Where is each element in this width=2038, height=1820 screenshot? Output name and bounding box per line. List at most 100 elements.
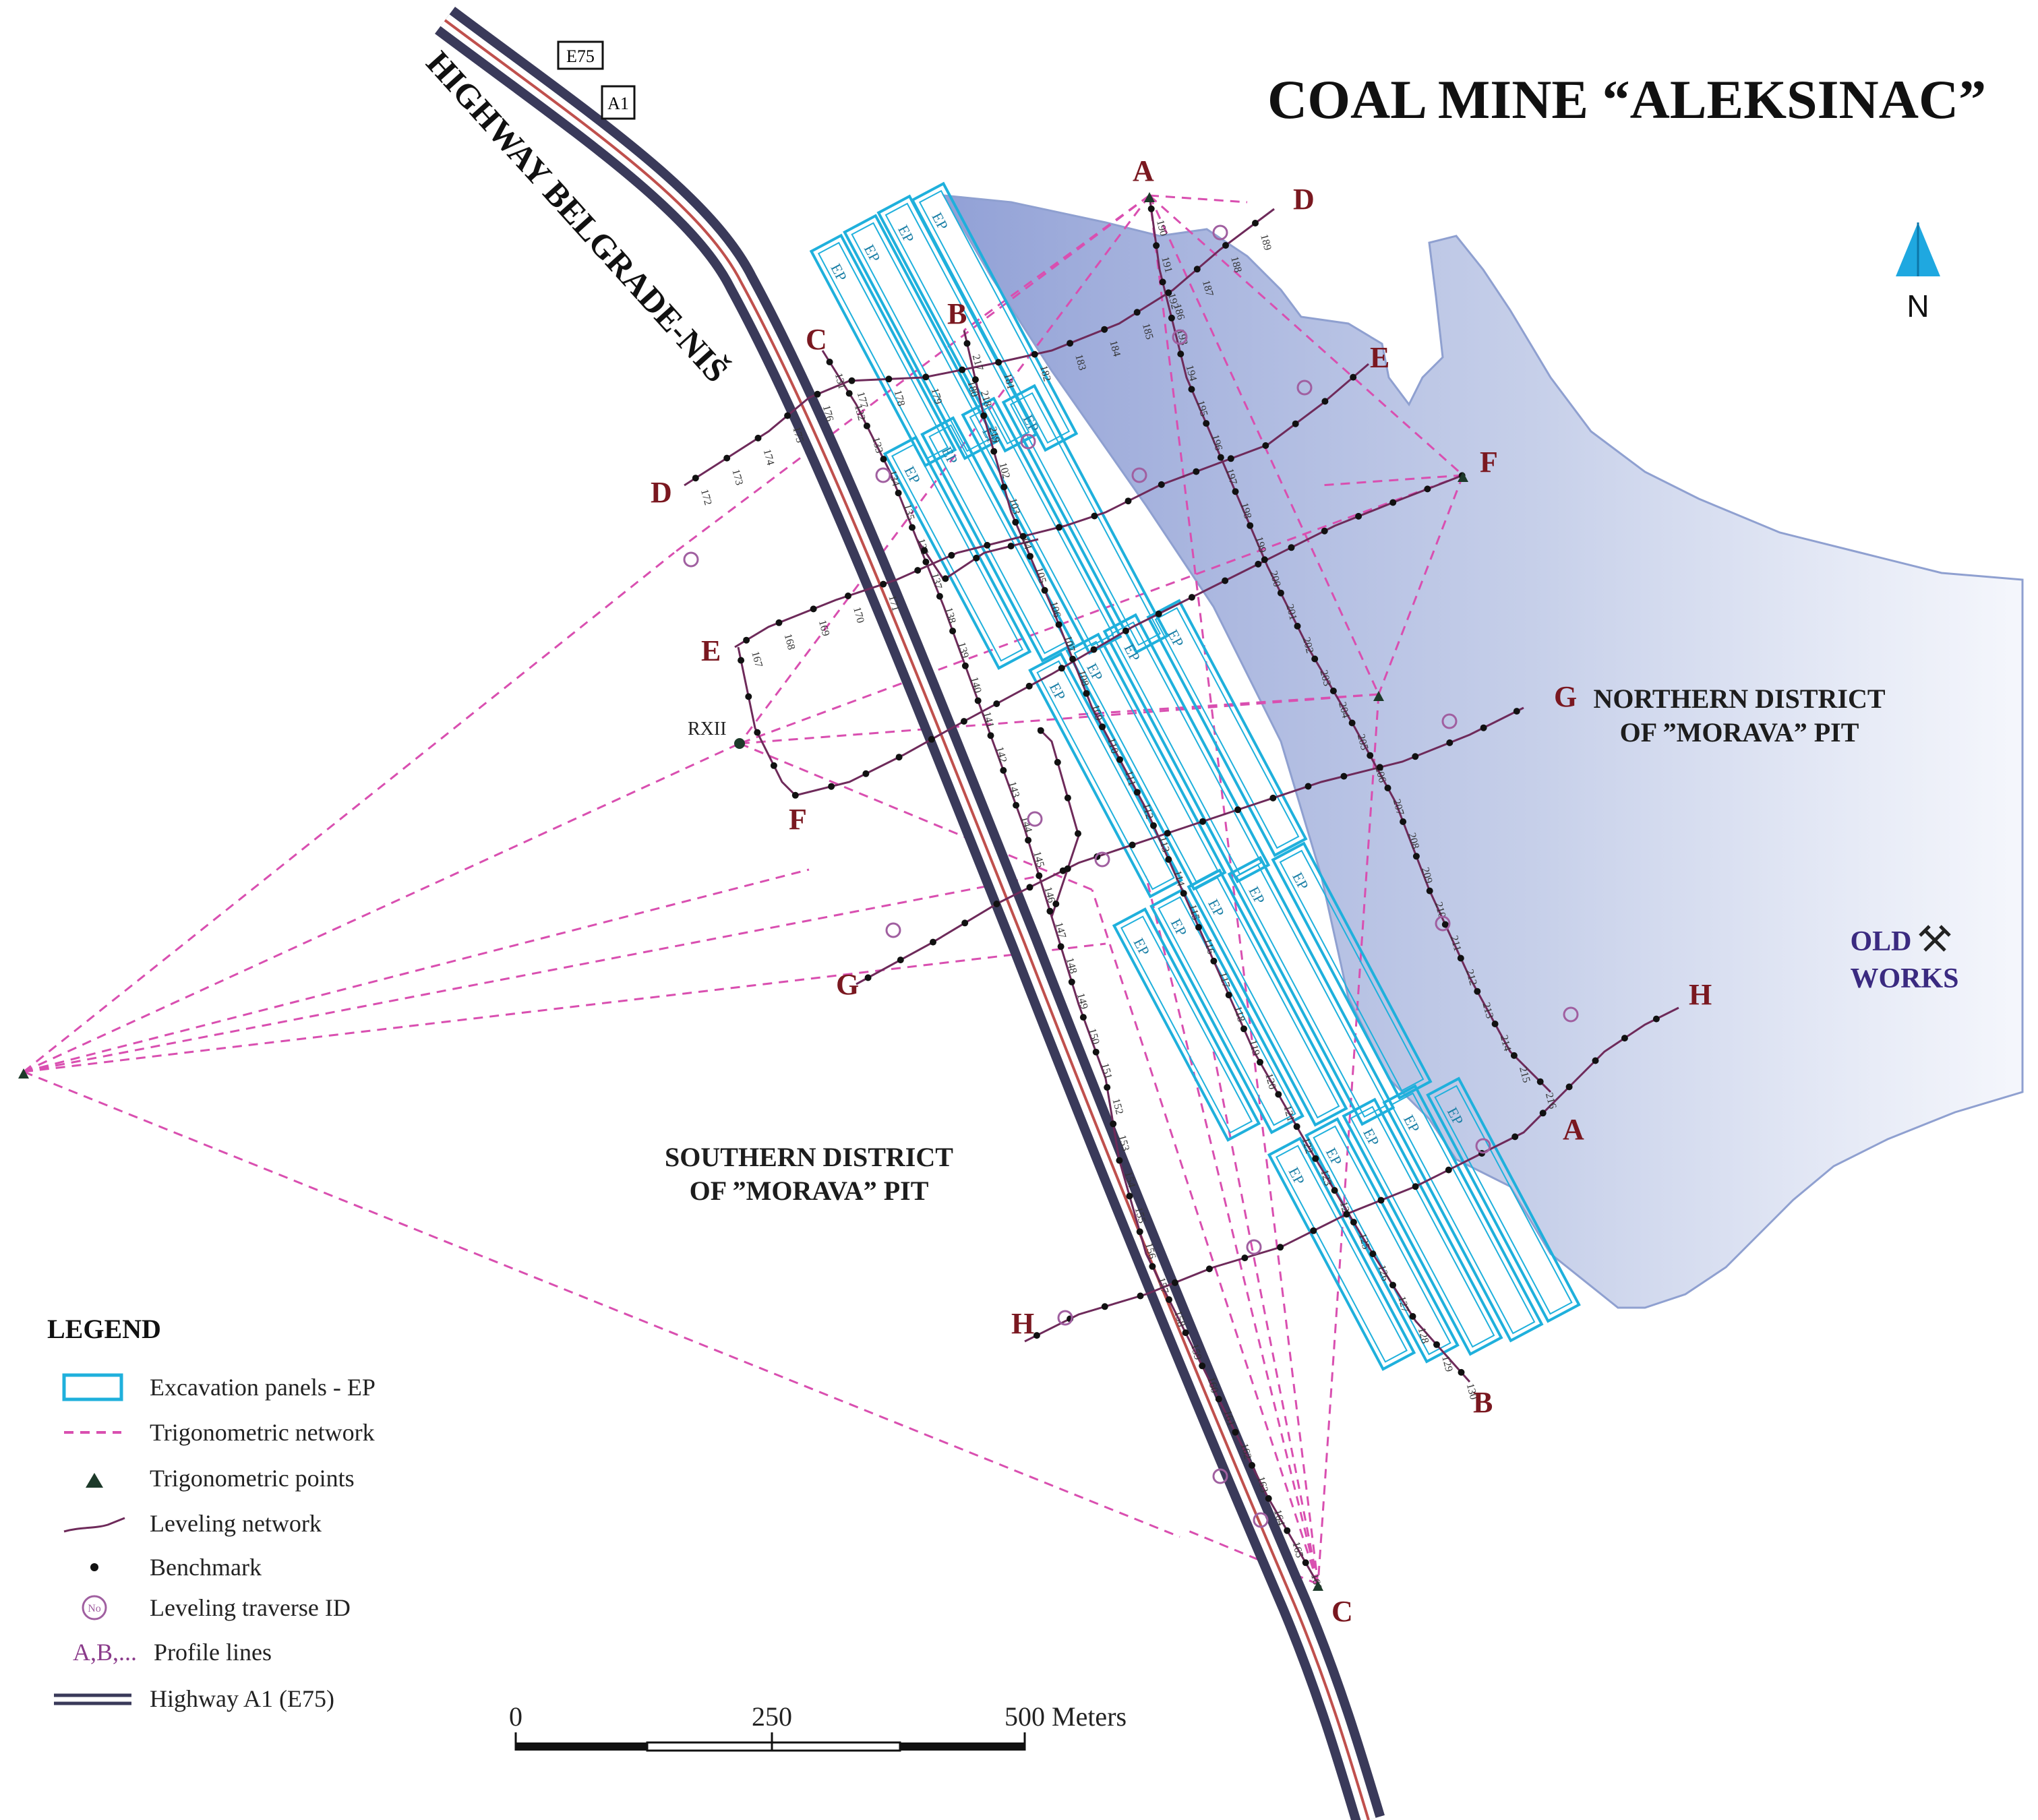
benchmark bbox=[895, 754, 903, 761]
highway-shield-e75: E75 bbox=[557, 40, 604, 70]
benchmark bbox=[1265, 1495, 1272, 1502]
panel-label: EP bbox=[1205, 897, 1228, 919]
benchmark-number: 208 bbox=[1406, 832, 1421, 851]
leveling-traverse-id bbox=[1212, 224, 1228, 241]
svg-text:G: G bbox=[836, 968, 859, 1001]
benchmark-number: 142 bbox=[994, 746, 1009, 764]
benchmark bbox=[1026, 884, 1033, 891]
excavation-panel: EP bbox=[809, 233, 957, 468]
profile-labels: A A B B C C D D E E F F G G H H bbox=[651, 154, 1712, 1628]
benchmark bbox=[1215, 1395, 1222, 1403]
benchmark bbox=[987, 732, 994, 739]
benchmark bbox=[993, 901, 1000, 907]
benchmark-number: 173 bbox=[729, 468, 745, 487]
benchmark bbox=[1188, 386, 1195, 393]
leveling-traverse-id bbox=[1057, 1310, 1073, 1326]
svg-text:B: B bbox=[1473, 1386, 1493, 1419]
benchmark-number: 138 bbox=[942, 606, 958, 625]
leveling-traverse-id bbox=[875, 467, 891, 483]
benchmark-number: 192 bbox=[1166, 292, 1181, 311]
excavation-panels: EPEPEPEPEPEPEPEPEPEPEPEPEPEPEPEPEPEPEPEP… bbox=[809, 181, 1581, 1371]
legend-item-trig-network: Trigonometric network bbox=[150, 1419, 375, 1446]
benchmark bbox=[723, 454, 731, 462]
benchmark bbox=[1424, 485, 1431, 493]
benchmark bbox=[1652, 1015, 1660, 1023]
benchmark bbox=[1054, 758, 1061, 766]
benchmark-number: 218 bbox=[978, 390, 994, 408]
benchmark bbox=[1565, 1083, 1573, 1091]
north-arrow-icon: N bbox=[1896, 222, 1940, 324]
benchmark bbox=[1168, 314, 1175, 322]
benchmark-number: 211 bbox=[1448, 934, 1463, 952]
benchmark bbox=[1007, 543, 1015, 550]
svg-text:B: B bbox=[947, 297, 967, 330]
benchmark bbox=[1056, 524, 1062, 531]
benchmark-number: 123 bbox=[1318, 1168, 1333, 1187]
benchmark bbox=[1199, 818, 1206, 825]
benchmark bbox=[1369, 1250, 1377, 1258]
benchmark-number: 132 bbox=[852, 403, 868, 422]
highway-a1 bbox=[435, 6, 1385, 1820]
panel-label: EP bbox=[861, 242, 884, 265]
panel-label: EP bbox=[1046, 680, 1069, 703]
benchmark bbox=[1013, 801, 1020, 809]
benchmark bbox=[1294, 622, 1301, 630]
benchmark-number: 151 bbox=[1099, 1062, 1114, 1081]
legend-item-panels: Excavation panels - EP bbox=[150, 1374, 376, 1401]
benchmark bbox=[1457, 954, 1464, 962]
svg-text:F: F bbox=[1480, 446, 1498, 479]
legend-item-benchmark: Benchmark bbox=[150, 1554, 262, 1581]
benchmark bbox=[826, 359, 833, 365]
benchmark bbox=[880, 456, 887, 463]
benchmark bbox=[1513, 708, 1520, 715]
benchmark bbox=[1129, 841, 1136, 849]
benchmark bbox=[990, 448, 998, 455]
benchmark bbox=[1150, 822, 1157, 829]
benchmark-number: 106 bbox=[1048, 600, 1063, 619]
benchmark bbox=[791, 791, 799, 799]
panel-label: EP bbox=[1019, 412, 1042, 435]
benchmark-number: 120 bbox=[1263, 1072, 1278, 1091]
benchmark bbox=[848, 377, 856, 384]
benchmark bbox=[1083, 690, 1090, 697]
benchmark-number: 169 bbox=[816, 619, 832, 638]
scale-bar: 0 250 500 Meters bbox=[509, 1701, 1127, 1752]
legend-benchmark-icon bbox=[90, 1563, 98, 1571]
benchmark bbox=[921, 547, 928, 554]
trig-network-line bbox=[23, 742, 740, 1073]
trig-network-line bbox=[1145, 876, 1319, 1585]
benchmark bbox=[1025, 682, 1033, 690]
benchmark bbox=[909, 524, 916, 531]
benchmark bbox=[897, 957, 904, 964]
benchmark bbox=[1012, 518, 1019, 526]
benchmark bbox=[1232, 488, 1239, 495]
benchmark bbox=[1041, 586, 1048, 594]
benchmark bbox=[895, 489, 902, 497]
benchmark bbox=[930, 938, 936, 946]
benchmark-number: 177 bbox=[855, 390, 870, 409]
benchmark bbox=[942, 575, 949, 582]
benchmark bbox=[922, 558, 930, 566]
benchmark-number: 105 bbox=[1033, 566, 1048, 585]
leveling-traverse-ids bbox=[683, 224, 1579, 1528]
trig-network-line bbox=[739, 693, 1379, 745]
benchmark bbox=[770, 762, 777, 769]
leveling-traverse-id bbox=[1296, 380, 1313, 396]
benchmark bbox=[1019, 533, 1027, 540]
benchmark-number: 183 bbox=[1073, 353, 1088, 372]
southern-district-label-2: OF ”MORAVA” PIT bbox=[690, 1176, 929, 1206]
scale-label-500: 500 Meters bbox=[1005, 1701, 1127, 1732]
panel-label: EP bbox=[1285, 1164, 1308, 1187]
leveling-traverse-id bbox=[683, 551, 699, 568]
benchmark bbox=[1171, 1279, 1178, 1286]
benchmark-number: 147 bbox=[1053, 921, 1069, 940]
benchmark bbox=[885, 375, 893, 383]
benchmark-number: 140 bbox=[968, 675, 984, 694]
legend-item-profile: Profile lines bbox=[154, 1639, 272, 1666]
benchmark bbox=[1311, 655, 1319, 663]
svg-text:A: A bbox=[1563, 1113, 1584, 1146]
leveling-traverse-id bbox=[1563, 1006, 1579, 1023]
svg-text:C: C bbox=[806, 323, 827, 356]
benchmark-number: 215 bbox=[1517, 1066, 1532, 1085]
leveling-line bbox=[684, 208, 1275, 487]
